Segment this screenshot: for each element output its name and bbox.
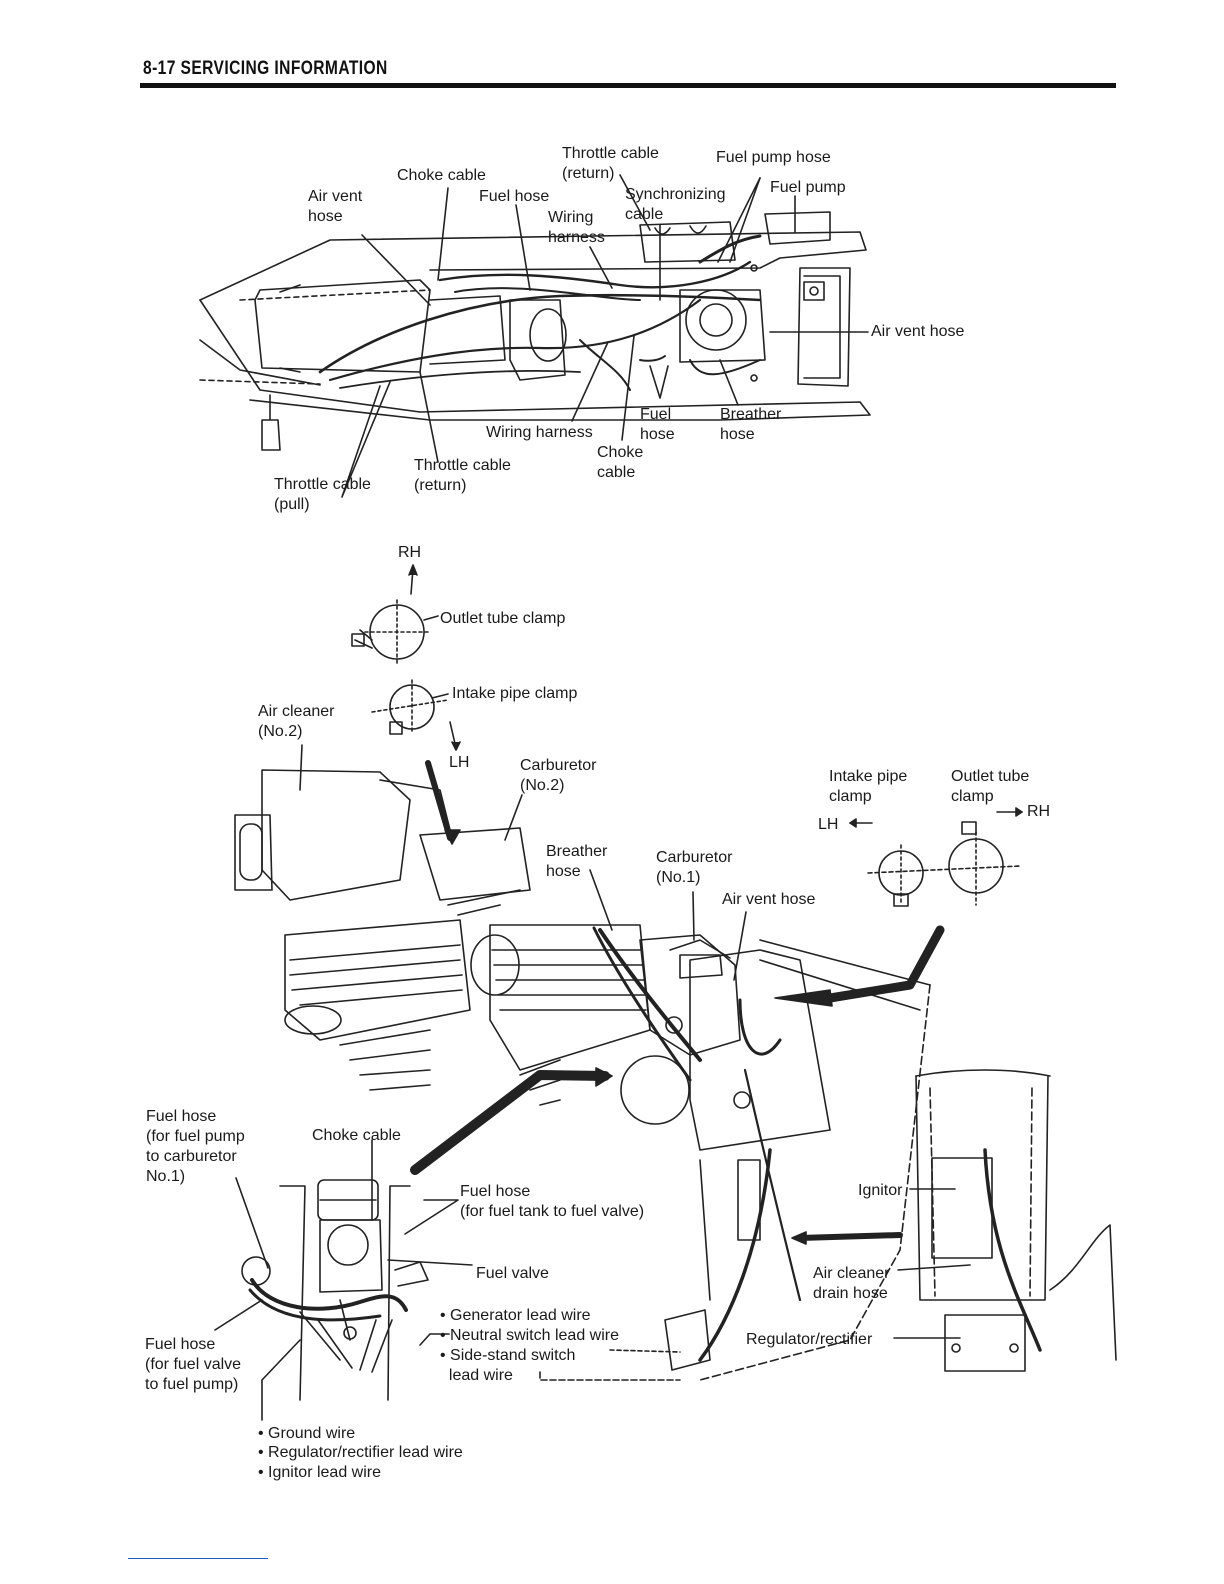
- footer-rule: [128, 1558, 268, 1559]
- label-fuel-pump-hose: Fuel pump hose: [716, 149, 831, 166]
- label-ignitor: Ignitor: [858, 1182, 903, 1199]
- label-fuel-hose-mid: Fuel hose: [640, 406, 675, 443]
- label-air-vent-hose-mid: Air vent hose: [722, 891, 816, 908]
- label-air-vent-hose-left: Air vent hose: [308, 188, 363, 225]
- label-fuel-hose-pump-to-carb: Fuel hose (for fuel pump to carburetor N…: [146, 1108, 245, 1185]
- label-air-vent-hose-right: Air vent hose: [871, 323, 965, 340]
- label-rh-top: RH: [398, 544, 422, 561]
- label-fuel-pump: Fuel pump: [770, 179, 846, 196]
- label-side-stand-switch-lead-wire: • Side-stand switch lead wire: [440, 1347, 576, 1384]
- label-wiring-harness-top: Wiring harness: [548, 209, 605, 246]
- label-regulator-rectifier-lead-wire: • Regulator/rectifier lead wire: [258, 1444, 463, 1461]
- label-breather-hose-mid: Breather hose: [546, 843, 608, 880]
- top-frame-drawing: [199, 174, 871, 498]
- engine-drawing: [234, 744, 945, 1381]
- label-neutral-switch-lead-wire: • Neutral switch lead wire: [440, 1327, 619, 1344]
- label-intake-pipe-clamp-right: Intake pipe clamp: [829, 768, 908, 805]
- label-choke-cable-bottom: Choke cable: [597, 444, 644, 481]
- label-regulator-rectifier: Regulator/rectifier: [746, 1331, 873, 1348]
- label-lh-mid: LH: [449, 754, 470, 771]
- label-choke-cable-top: Choke cable: [397, 167, 486, 184]
- label-wiring-harness-bottom: Wiring harness: [486, 424, 593, 441]
- label-carburetor-no2: Carburetor (No.2): [520, 757, 597, 794]
- header-rule: [140, 83, 1116, 88]
- label-rh-right: RH: [1027, 803, 1051, 820]
- label-fuel-hose-tank-to-valve: Fuel hose (for fuel tank to fuel valve): [460, 1183, 645, 1220]
- label-carburetor-no1: Carburetor (No.1): [656, 849, 733, 886]
- label-outlet-tube-clamp-right: Outlet tube clamp: [951, 768, 1030, 805]
- label-ground-wire: • Ground wire: [258, 1425, 356, 1442]
- ignitor-regulator-drawing: [893, 1069, 1117, 1372]
- label-fuel-hose-top: Fuel hose: [479, 188, 550, 205]
- label-fuel-hose-valve-to-pump: Fuel hose (for fuel valve to fuel pump): [145, 1336, 242, 1393]
- clamp-diagram-top: [351, 564, 461, 751]
- label-lh-right: LH: [818, 816, 839, 833]
- label-generator-lead-wire: • Generator lead wire: [440, 1307, 591, 1324]
- fuel-valve-drawing: [214, 1139, 681, 1421]
- label-throttle-cable-return-top: Throttle cable (return): [562, 145, 659, 182]
- label-intake-pipe-clamp: Intake pipe clamp: [452, 685, 578, 702]
- label-breather-hose-top: Breather hose: [720, 406, 782, 443]
- label-air-cleaner-drain-hose: Air cleaner drain hose: [813, 1265, 890, 1302]
- label-throttle-cable-pull: Throttle cable (pull): [274, 476, 371, 513]
- label-air-cleaner-no2: Air cleaner (No.2): [258, 703, 335, 740]
- label-ignitor-lead-wire: • Ignitor lead wire: [258, 1464, 381, 1481]
- page-title: 8-17 SERVICING INFORMATION: [143, 58, 388, 79]
- label-synchronizing-cable: Synchronizing cable: [625, 186, 726, 223]
- label-fuel-valve: Fuel valve: [476, 1265, 549, 1282]
- clamp-diagram-right: [849, 807, 1023, 907]
- label-choke-cable-bottom: Choke cable: [312, 1127, 401, 1144]
- label-outlet-tube-clamp: Outlet tube clamp: [440, 610, 566, 627]
- label-throttle-cable-return-bottom: Throttle cable (return): [414, 457, 511, 494]
